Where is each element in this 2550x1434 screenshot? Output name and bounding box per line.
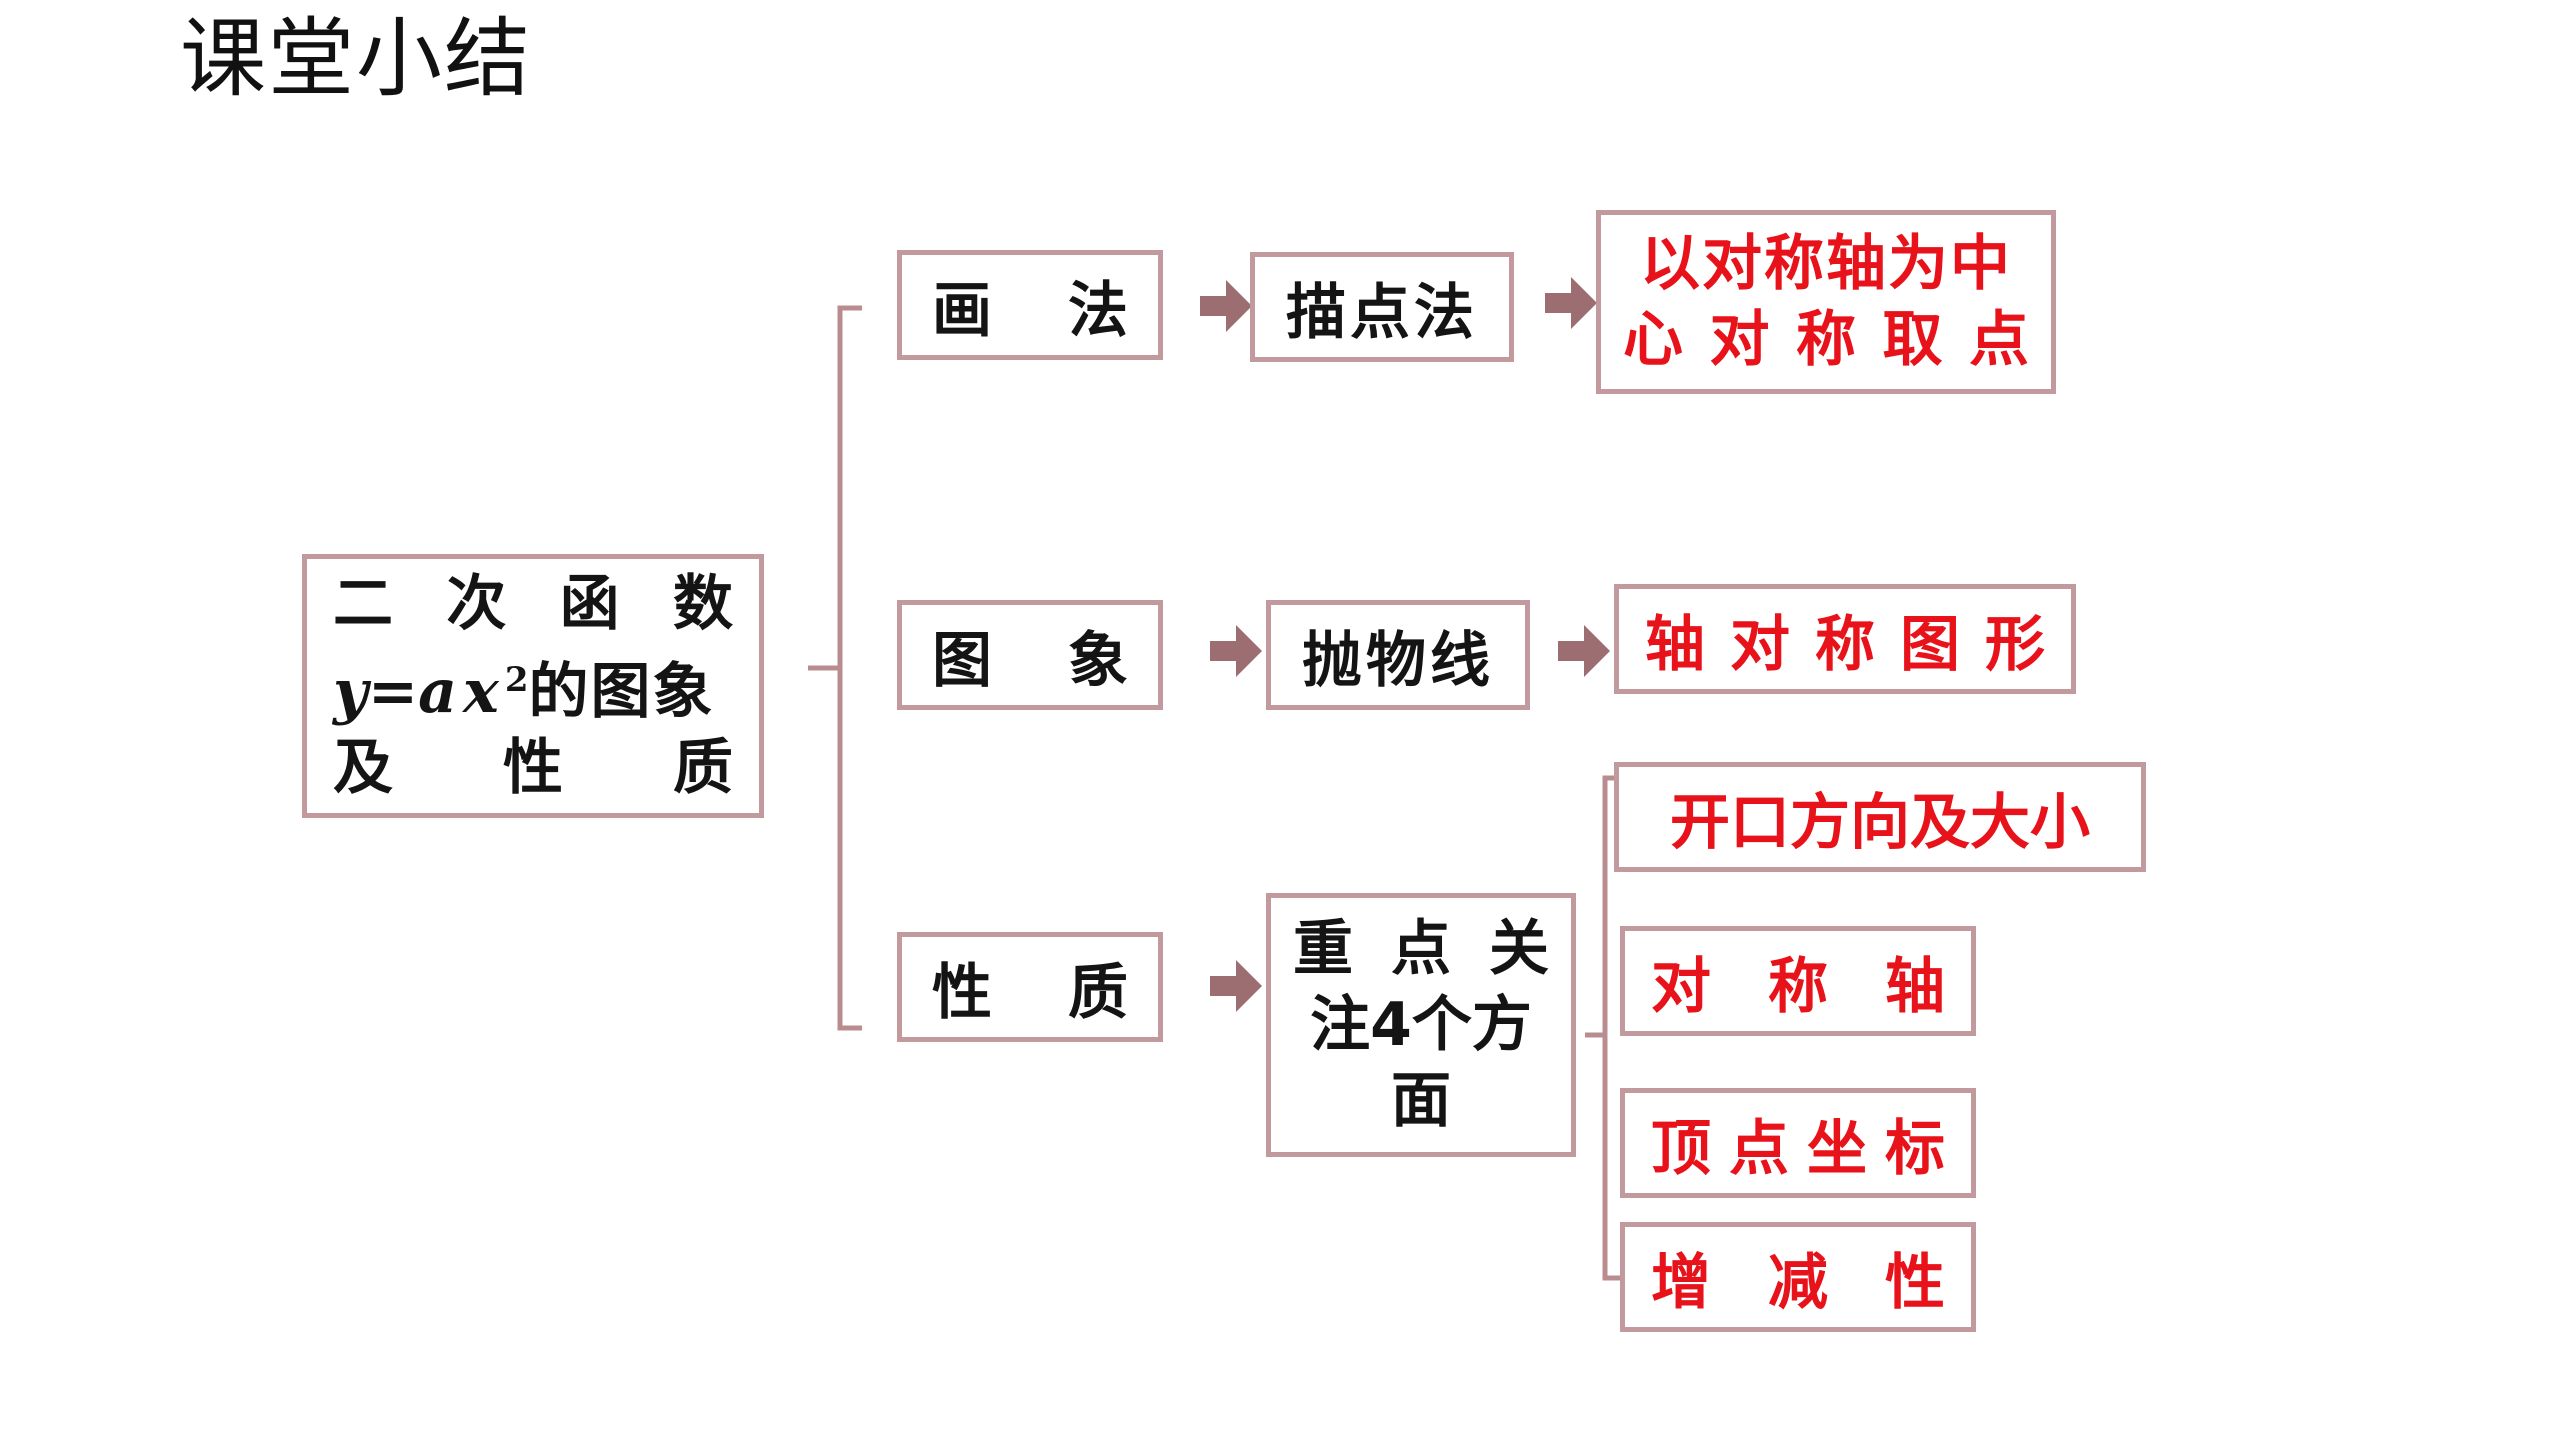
root-formula-line: y=ax2的图象 <box>333 642 733 730</box>
arrow-props-to-focus <box>1210 960 1262 1012</box>
drawing-detail-box: 以对称轴为中 心 对 称 取 点 <box>1596 210 2056 394</box>
root-box: 二 次 函 数 y=ax2的图象 及 性 质 <box>302 554 764 818</box>
formula-exponent: 2 <box>504 660 529 700</box>
branch-graph-box: 图 象 <box>897 600 1163 710</box>
axis-box: 对 称 轴 <box>1620 926 1976 1036</box>
props-bracket <box>1602 775 1620 1281</box>
method-box: 描点法 <box>1250 252 1514 362</box>
formula-ax: ax <box>418 657 505 727</box>
vertex-box: 顶 点 坐 标 <box>1620 1088 1976 1198</box>
arrow-method-to-detail <box>1545 277 1597 329</box>
focus-line-1: 重 点 关 <box>1293 914 1549 984</box>
main-bracket <box>837 305 862 1031</box>
monotonic-box: 增 减 性 <box>1620 1222 1976 1332</box>
focus-line-2: 注4个方 <box>1310 990 1532 1060</box>
page-title: 课堂小结 <box>180 9 532 109</box>
focus-box: 重 点 关 注4个方 面 <box>1266 893 1576 1157</box>
formula-y: y <box>333 657 368 727</box>
branch-props-box: 性 质 <box>897 932 1163 1042</box>
focus-line-3: 面 <box>1391 1066 1451 1136</box>
formula-rest: 的图象 <box>528 657 715 727</box>
branch-drawing-box: 画 法 <box>897 250 1163 360</box>
drawing-detail-line-2: 心 对 称 取 点 <box>1623 305 2029 375</box>
drawing-detail-line-1: 以对称轴为中 <box>1640 229 2012 299</box>
arrow-drawing-to-method <box>1200 280 1252 332</box>
formula-eq: = <box>367 657 419 727</box>
root-line-3: 及 性 质 <box>333 733 733 803</box>
arrow-shape-to-detail <box>1558 625 1610 677</box>
opening-box: 开口方向及大小 <box>1614 762 2146 872</box>
root-line-1: 二 次 函 数 <box>333 569 733 639</box>
graph-detail-box: 轴 对 称 图 形 <box>1614 584 2076 694</box>
arrow-graph-to-shape <box>1210 625 1262 677</box>
shape-box: 抛物线 <box>1266 600 1530 710</box>
